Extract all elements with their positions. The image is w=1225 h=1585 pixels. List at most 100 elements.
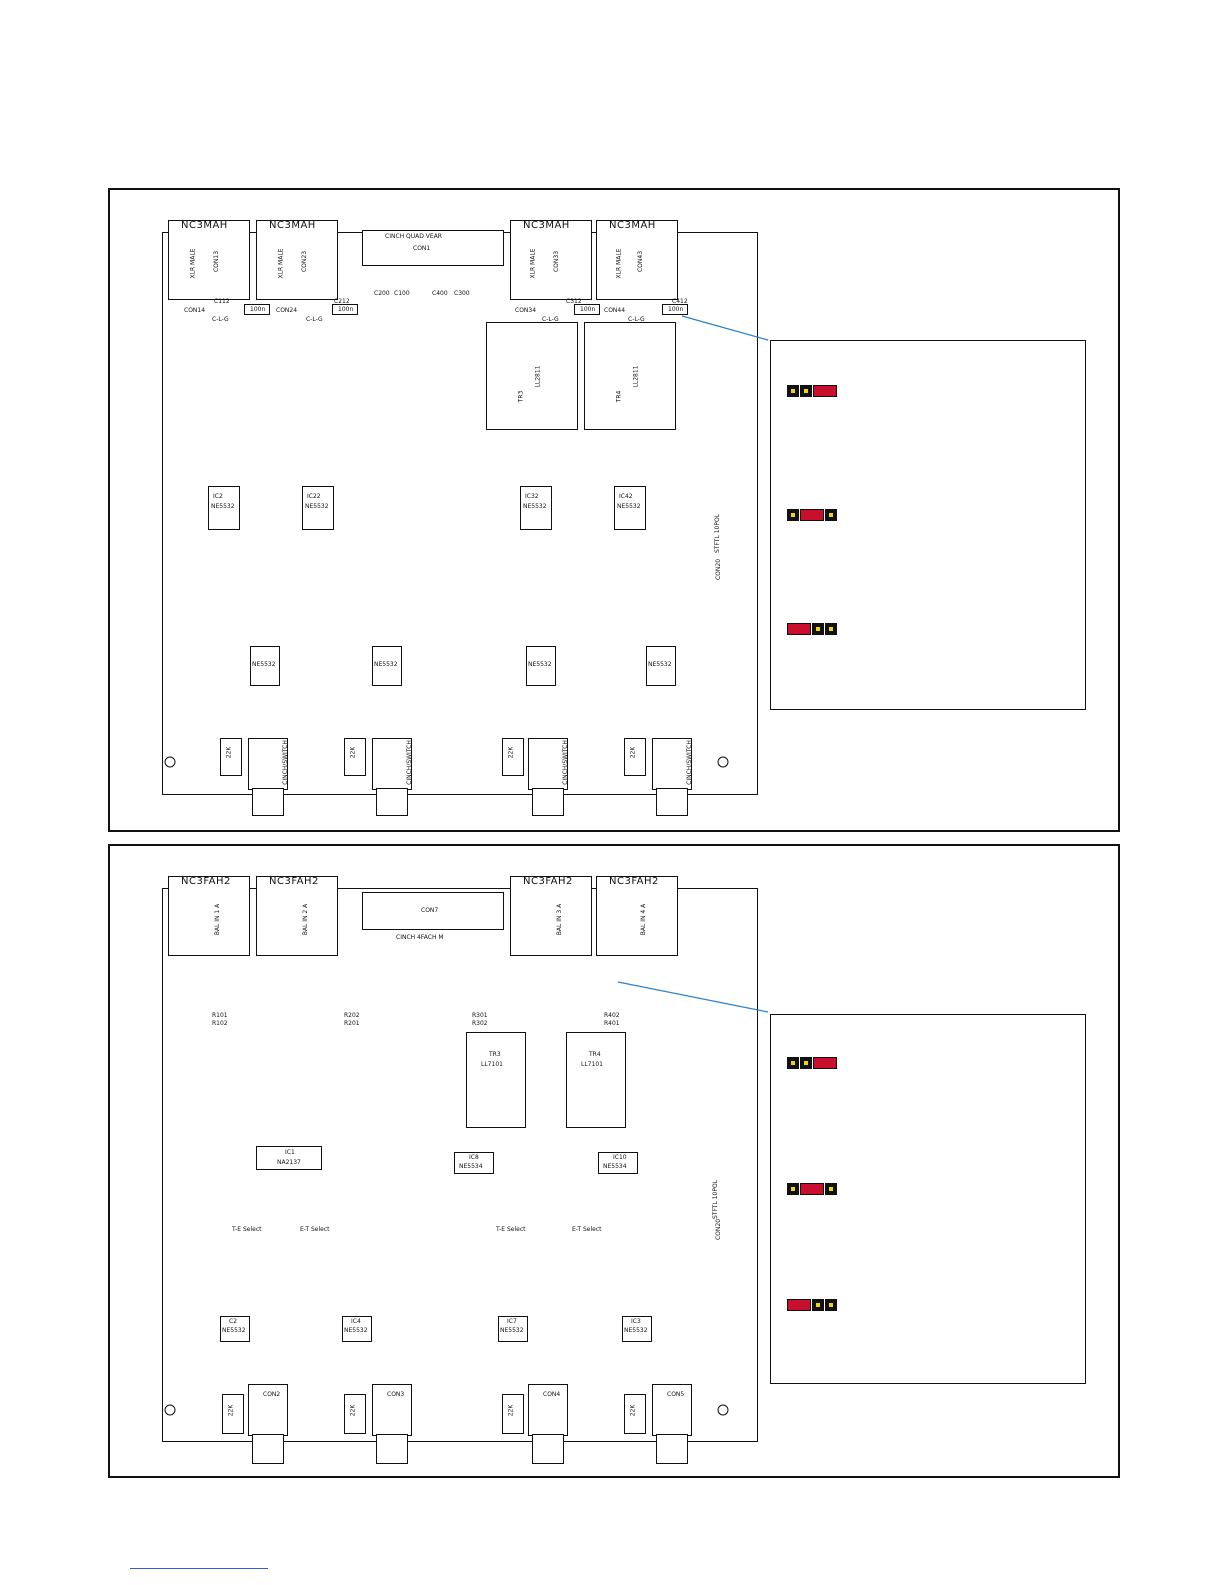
cls-label-1: C-L-G [212, 316, 229, 323]
label: NE5534 [603, 1163, 627, 1170]
bottom-pcb-outline [162, 888, 758, 1442]
hdr-cap-4: 100n [662, 304, 688, 315]
label: CINCH QUAD VEAR [385, 233, 442, 240]
cinch-4fach: CON7 [362, 892, 504, 930]
b-jumper-legend-right [787, 1057, 838, 1069]
label: NC3FAH2 [609, 876, 659, 887]
jumper-pin [825, 1299, 837, 1311]
jumper-pin [787, 509, 799, 521]
label: 100n [338, 306, 354, 313]
label: IC22 [307, 493, 321, 500]
mount-hole-4 [717, 1404, 729, 1416]
label: NE5532 [648, 661, 672, 668]
top-panel: NC3MAH NC3MAH NC3MAH NC3MAH XLR MALE CON… [108, 188, 1120, 832]
jumper-pin [787, 1183, 799, 1195]
label: 100n [580, 306, 596, 313]
xlr-connector-2: NC3MAH [256, 220, 338, 300]
jumper-pin [800, 1057, 812, 1069]
b-output-jack-4 [656, 1434, 688, 1464]
jumper-cap [800, 509, 824, 521]
xlr-fem-3: NC3FAH2 [510, 876, 592, 956]
hdr-ref-6: C312 [566, 298, 582, 305]
jumper-pin [800, 385, 812, 397]
b-output-con-4: CON5 [652, 1384, 692, 1436]
jumper-pin [812, 623, 824, 635]
b-output-con-2: CON3 [372, 1384, 412, 1436]
hdr-ref-2: C112 [214, 298, 230, 305]
bottom-panel: NC3FAH2 NC3FAH2 NC3FAH2 NC3FAH2 BAL IN 1… [108, 844, 1120, 1478]
hdr-cap-3: 100n [574, 304, 600, 315]
label: IC2 [213, 493, 223, 500]
label: NC3MAH [269, 220, 316, 231]
ic-6: NE5532 [372, 646, 402, 686]
label: CON4 [543, 1391, 561, 1398]
jumper-cap [787, 623, 811, 635]
output-jack-1 [252, 788, 284, 816]
label: CON3 [387, 1391, 405, 1398]
label: CON1 [413, 245, 431, 252]
label: NC3FAH2 [523, 876, 573, 887]
cinch-4fach-label: CINCH 4FACH M [396, 934, 444, 941]
jumper-cap [813, 1057, 837, 1069]
label: IC7 [507, 1318, 517, 1325]
hdr-ref-7: CON44 [604, 307, 626, 314]
jumper-legend-middle [787, 509, 838, 521]
label: NA2137 [277, 1159, 301, 1166]
hdr-cap-1: 100n [244, 304, 270, 315]
jumper-cap [813, 385, 837, 397]
label: CON5 [667, 1391, 685, 1398]
vr-2: 22K [344, 738, 366, 776]
label: IC4 [351, 1318, 361, 1325]
vr-1: 22K [220, 738, 242, 776]
label: NE5532 [344, 1327, 368, 1334]
res-pair-3a: R301 [472, 1012, 488, 1019]
b-output-con-1: CON2 [248, 1384, 288, 1436]
cls-label-2: C-L-G [306, 316, 323, 323]
b-jumper-legend-middle [787, 1183, 838, 1195]
label: NC3FAH2 [269, 876, 319, 887]
b-vr-3: 22K [502, 1394, 524, 1434]
jumper-pin [812, 1299, 824, 1311]
xlr-fem-2: NC3FAH2 [256, 876, 338, 956]
xlr-fem-1: NC3FAH2 [168, 876, 250, 956]
label: NE5532 [211, 503, 235, 510]
b-output-con-3: CON4 [528, 1384, 568, 1436]
mount-hole-3 [164, 1404, 176, 1416]
label: NC3MAH [523, 220, 570, 231]
transformer-tr3: LL2811 TR3 [486, 322, 578, 430]
jumper-cap [800, 1183, 824, 1195]
label: NE5532 [523, 503, 547, 510]
output-jack-4 [656, 788, 688, 816]
hdr-ref-3: CON24 [276, 307, 298, 314]
label: LL7101 [581, 1061, 603, 1068]
jumper-pin [825, 1183, 837, 1195]
output-con-1: CINCH/SWITCH [248, 738, 289, 790]
b-output-jack-2 [376, 1434, 408, 1464]
footer-link-underline[interactable] [130, 1568, 268, 1569]
label: NE5532 [305, 503, 329, 510]
select-2: E-T Select [300, 1226, 330, 1233]
hdr-cap-2: 100n [332, 304, 358, 315]
b-vr-2: 22K [344, 1394, 366, 1434]
b-output-jack-3 [532, 1434, 564, 1464]
cls-label-4: C-L-G [628, 316, 645, 323]
label: IC3 [631, 1318, 641, 1325]
xlr-connector-1: NC3MAH [168, 220, 250, 300]
res-pair-4b: R401 [604, 1020, 620, 1027]
callout-line-top [681, 315, 769, 341]
jumper-pin [825, 623, 837, 635]
label: 100n [668, 306, 684, 313]
label: NE5532 [252, 661, 276, 668]
label: NE5532 [528, 661, 552, 668]
label: NE5532 [374, 661, 398, 668]
transformer-tr4: LL2811 TR4 [584, 322, 676, 430]
label: NC3MAH [181, 220, 228, 231]
cinch-cap-2: C100 [394, 290, 410, 297]
vr-4: 22K [624, 738, 646, 776]
